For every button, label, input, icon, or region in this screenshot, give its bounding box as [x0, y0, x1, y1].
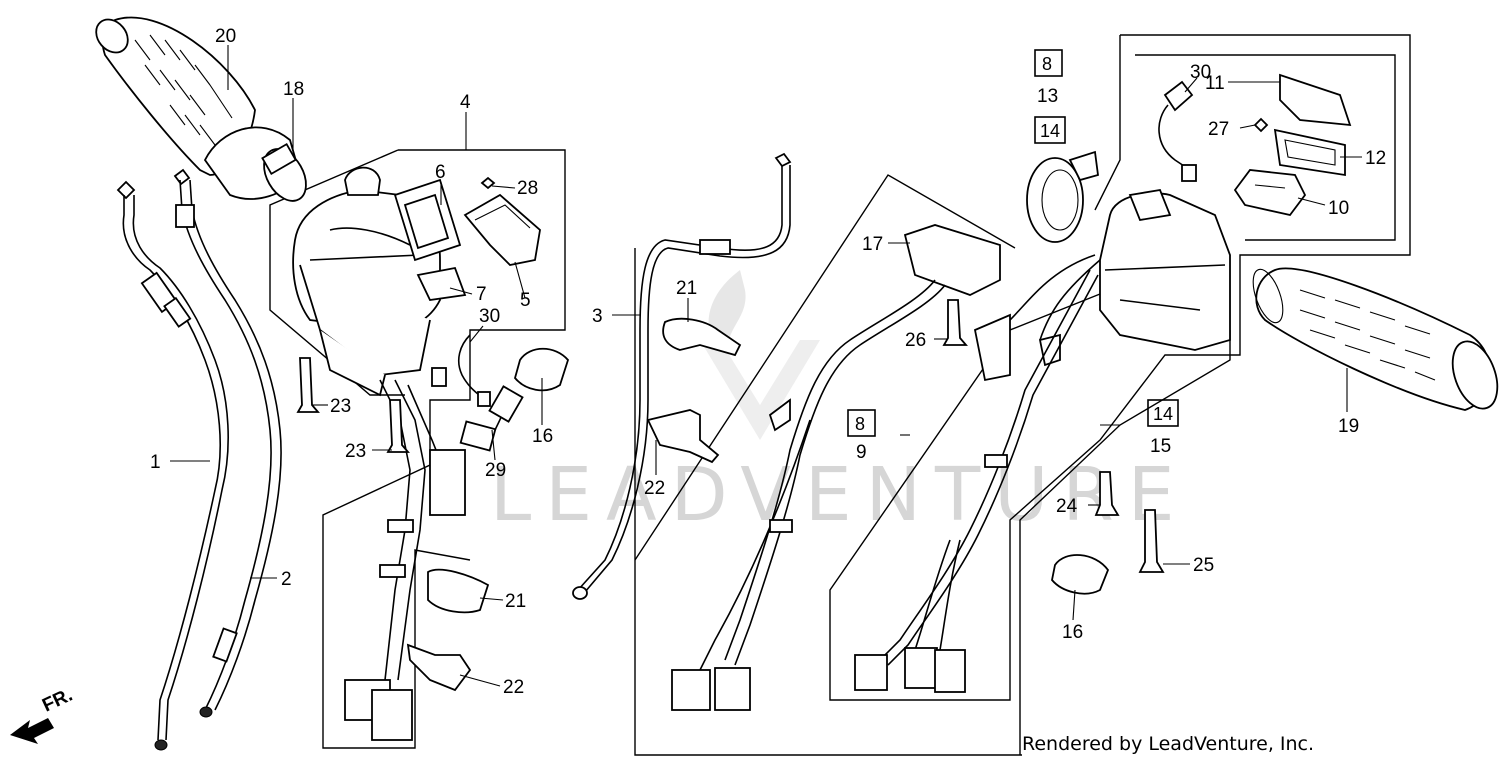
assembly-4-outline-upper [269, 149, 405, 396]
harness-8 [671, 279, 946, 711]
callout-9: 9 [856, 442, 867, 463]
callout-25: 25 [1193, 555, 1214, 576]
callout-12: 12 [1365, 148, 1386, 169]
assembly-4-outline [322, 149, 566, 749]
boxed-callout-frame-8-lower [847, 409, 876, 437]
switch-plate-6-and-7 [393, 178, 467, 301]
front-direction-arrow-icon [10, 718, 54, 744]
clip-22-upper [646, 409, 720, 464]
boxed-callout-frame-14-upper [1034, 116, 1066, 144]
callout-19: 19 [1338, 416, 1359, 437]
assembly-14-outline [1094, 35, 1121, 211]
callout-29: 29 [485, 460, 506, 481]
bracket-5 [463, 193, 541, 266]
callout-2: 2 [281, 569, 292, 590]
callout-24: 24 [1056, 496, 1078, 517]
callout-6: 6 [435, 162, 446, 183]
callout-1: 1 [150, 452, 161, 473]
leader-lines [170, 45, 1362, 687]
boxed-callout-frame-14-lower [1147, 399, 1179, 427]
callout-27: 27 [1208, 119, 1229, 140]
watermark-text: LEADVENTURE [490, 452, 1189, 538]
callout-23-upper: 23 [330, 396, 351, 417]
callout-30-right: 30 [1190, 62, 1211, 83]
bolt-23-lower [386, 399, 410, 453]
callout-30-left: 30 [479, 306, 500, 327]
bolt-25 [1138, 509, 1165, 573]
boxed-callout-14-lower: 14 [1153, 404, 1173, 424]
right-switch-housing-13 [1099, 188, 1231, 351]
throttle-pulley-14 [1026, 150, 1099, 243]
assembly-13-inner-outline [1135, 54, 1396, 241]
front-direction-label: FR. [39, 685, 76, 717]
callout-16-right: 16 [1062, 622, 1083, 643]
bracket-10 [1233, 169, 1307, 217]
callout-3: 3 [592, 306, 603, 327]
clamp-16-right [1051, 554, 1110, 595]
callout-4: 4 [460, 92, 471, 113]
bolt-26 [942, 299, 968, 346]
clamp-16-left [514, 347, 570, 392]
callout-22-upper: 22 [644, 478, 665, 499]
wire-connector-30-left [431, 334, 491, 407]
choke-cable-3 [572, 152, 792, 600]
bolt-23-upper [296, 357, 320, 413]
callout-17: 17 [862, 234, 883, 255]
left-grip-20 [95, 16, 307, 202]
callout-10: 10 [1328, 198, 1349, 219]
callout-26: 26 [905, 330, 926, 351]
wire-connector-30-right [1158, 80, 1197, 182]
callout-18: 18 [283, 79, 304, 100]
clip-21-upper [662, 317, 742, 357]
boxed-callout-14-upper: 14 [1040, 121, 1060, 141]
credit-text: Rendered by LeadVenture, Inc. [1022, 733, 1315, 755]
assembly-15-outline [1019, 330, 1231, 755]
callout-16-left: 16 [532, 426, 553, 447]
callout-20: 20 [215, 26, 236, 47]
callout-21-upper: 21 [676, 278, 697, 299]
callout-7: 7 [476, 284, 487, 305]
assembly-8-outline [634, 174, 1016, 561]
screw-27 [1253, 117, 1269, 133]
throttle-cable-1 [116, 180, 229, 751]
screw-28 [480, 176, 496, 190]
callout-21-lower: 21 [505, 591, 526, 612]
assembly-3-outline [634, 248, 1022, 756]
boxed-callout-8-upper: 8 [1042, 54, 1052, 74]
choke-cable-2 [173, 168, 282, 718]
callout-28: 28 [517, 178, 538, 199]
callout-5: 5 [520, 290, 531, 311]
callout-13: 13 [1037, 86, 1058, 107]
switch-box-17 [903, 224, 1001, 296]
switch-connector-29 [459, 385, 524, 452]
callout-22-lower: 22 [503, 677, 524, 698]
right-grip-19 [1252, 267, 1499, 411]
clip-22-lower-left [406, 643, 472, 692]
boxed-callout-frame-8-upper [1034, 49, 1063, 77]
callout-11: 11 [1205, 73, 1225, 94]
callout-15: 15 [1150, 436, 1171, 457]
plate-11-and-12 [1273, 73, 1352, 177]
right-harness [854, 254, 1101, 693]
clip-21-lower-left [427, 568, 490, 614]
assembly-13-outline [829, 34, 1411, 701]
callout-23-lower: 23 [345, 441, 366, 462]
boxed-callout-8-lower: 8 [855, 414, 865, 434]
